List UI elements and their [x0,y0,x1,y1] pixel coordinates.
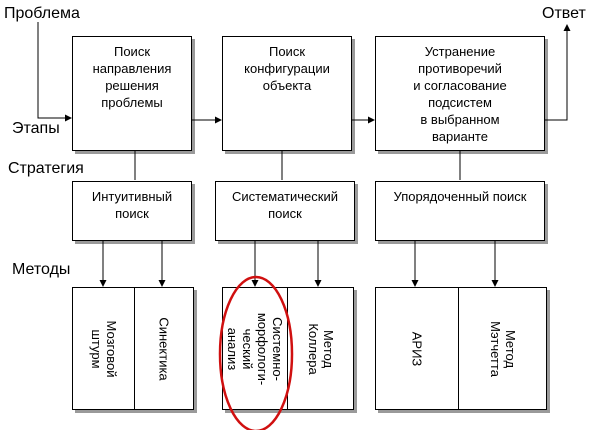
strategy-label: Стратегия [8,160,84,177]
method-cell-synectics: Синектика [134,288,193,409]
methods-label: Методы [12,261,71,278]
stages-label: Этапы [12,120,60,137]
method-cell-koller: Метод Коллера [287,288,353,409]
stage-text: Поиск направления решения проблемы [92,44,172,110]
stage-box-contradictions: Устранение противоречий и согласование п… [375,36,545,151]
stage-box-direction: Поиск направления решения проблемы [72,36,192,151]
problem-label: Проблема [4,5,80,22]
method-box-ordered: АРИЗ Метод Мэтчетта [375,287,547,410]
strategy-text: Упорядоченный поиск [393,189,527,204]
stage-box-configuration: Поиск конфигурации объекта [222,36,352,151]
stage-text: Поиск конфигурации объекта [244,44,330,93]
strategy-box-systematic: Систематический поиск [215,181,355,241]
stage-text: Устранение противоречий и согласование п… [413,44,507,144]
method-cell-matchett: Метод Мэтчетта [458,288,546,409]
answer-label: Ответ [542,5,586,22]
problem-arrow [37,22,72,122]
answer-arrow [545,24,571,121]
strategy-text: Систематический поиск [232,189,338,221]
strategy-box-ordered: Упорядоченный поиск [375,181,545,241]
method-box-intuitive: Мозговой штурм Синектика [72,287,194,410]
strategy-box-intuitive: Интуитивный поиск [72,181,192,241]
highlight-ellipse [218,275,294,430]
strategy-text: Интуитивный поиск [91,189,173,221]
